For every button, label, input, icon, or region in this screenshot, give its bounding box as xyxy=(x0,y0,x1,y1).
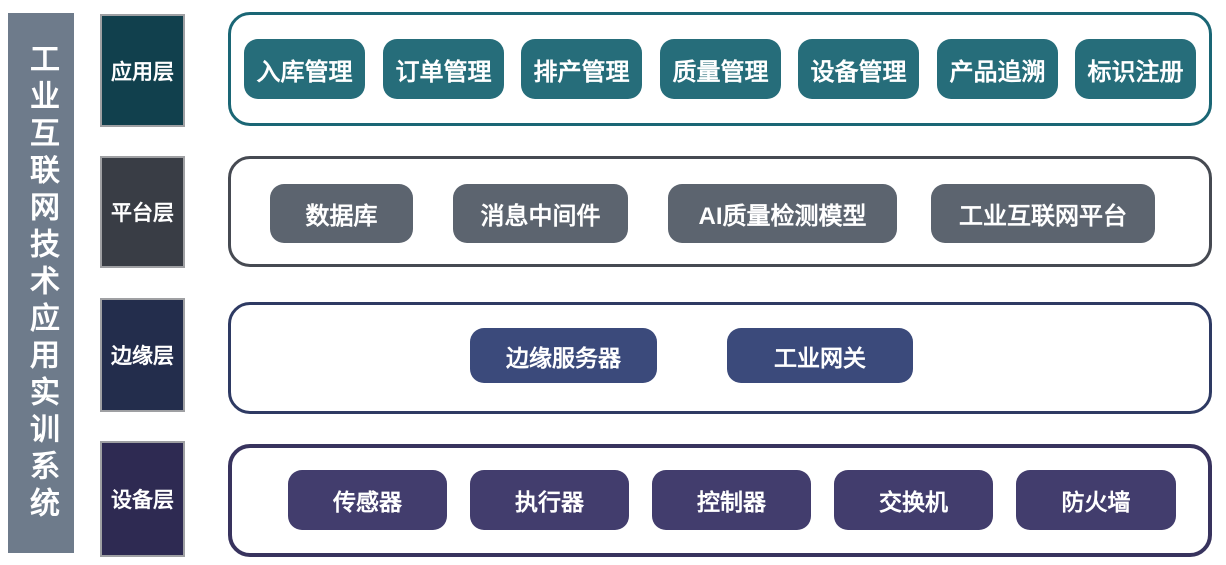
item-ai-quality-inspection-model: AI质量检测模型 xyxy=(668,184,897,243)
item-quality-management: 质量管理 xyxy=(660,39,781,99)
layer-label-platform: 平台层 xyxy=(100,156,185,268)
item-database: 数据库 xyxy=(270,184,413,243)
item-warehouse-management: 入库管理 xyxy=(244,39,365,99)
item-order-management: 订单管理 xyxy=(383,39,504,99)
item-controller: 控制器 xyxy=(652,470,811,530)
item-production-scheduling: 排产管理 xyxy=(521,39,642,99)
diagram-title: 工业互联网技术应用实训系统 xyxy=(25,42,58,524)
layer-label-application: 应用层 xyxy=(100,14,185,127)
item-firewall: 防火墙 xyxy=(1016,470,1176,530)
item-message-middleware: 消息中间件 xyxy=(453,184,628,243)
item-product-traceability: 产品追溯 xyxy=(937,39,1058,99)
item-industrial-gateway: 工业网关 xyxy=(727,328,913,383)
item-actuator: 执行器 xyxy=(470,470,629,530)
layer-label-device: 设备层 xyxy=(100,441,185,557)
edge-layer-container xyxy=(228,302,1212,414)
layer-label-edge: 边缘层 xyxy=(100,298,185,412)
item-edge-server: 边缘服务器 xyxy=(470,328,657,383)
item-network-switch: 交换机 xyxy=(834,470,993,530)
item-equipment-management: 设备管理 xyxy=(798,39,919,99)
item-sensor: 传感器 xyxy=(288,470,447,530)
item-industrial-internet-platform: 工业互联网平台 xyxy=(931,184,1155,243)
vertical-title-bar: 工业互联网技术应用实训系统 xyxy=(8,13,74,553)
item-identifier-registration: 标识注册 xyxy=(1075,39,1196,99)
